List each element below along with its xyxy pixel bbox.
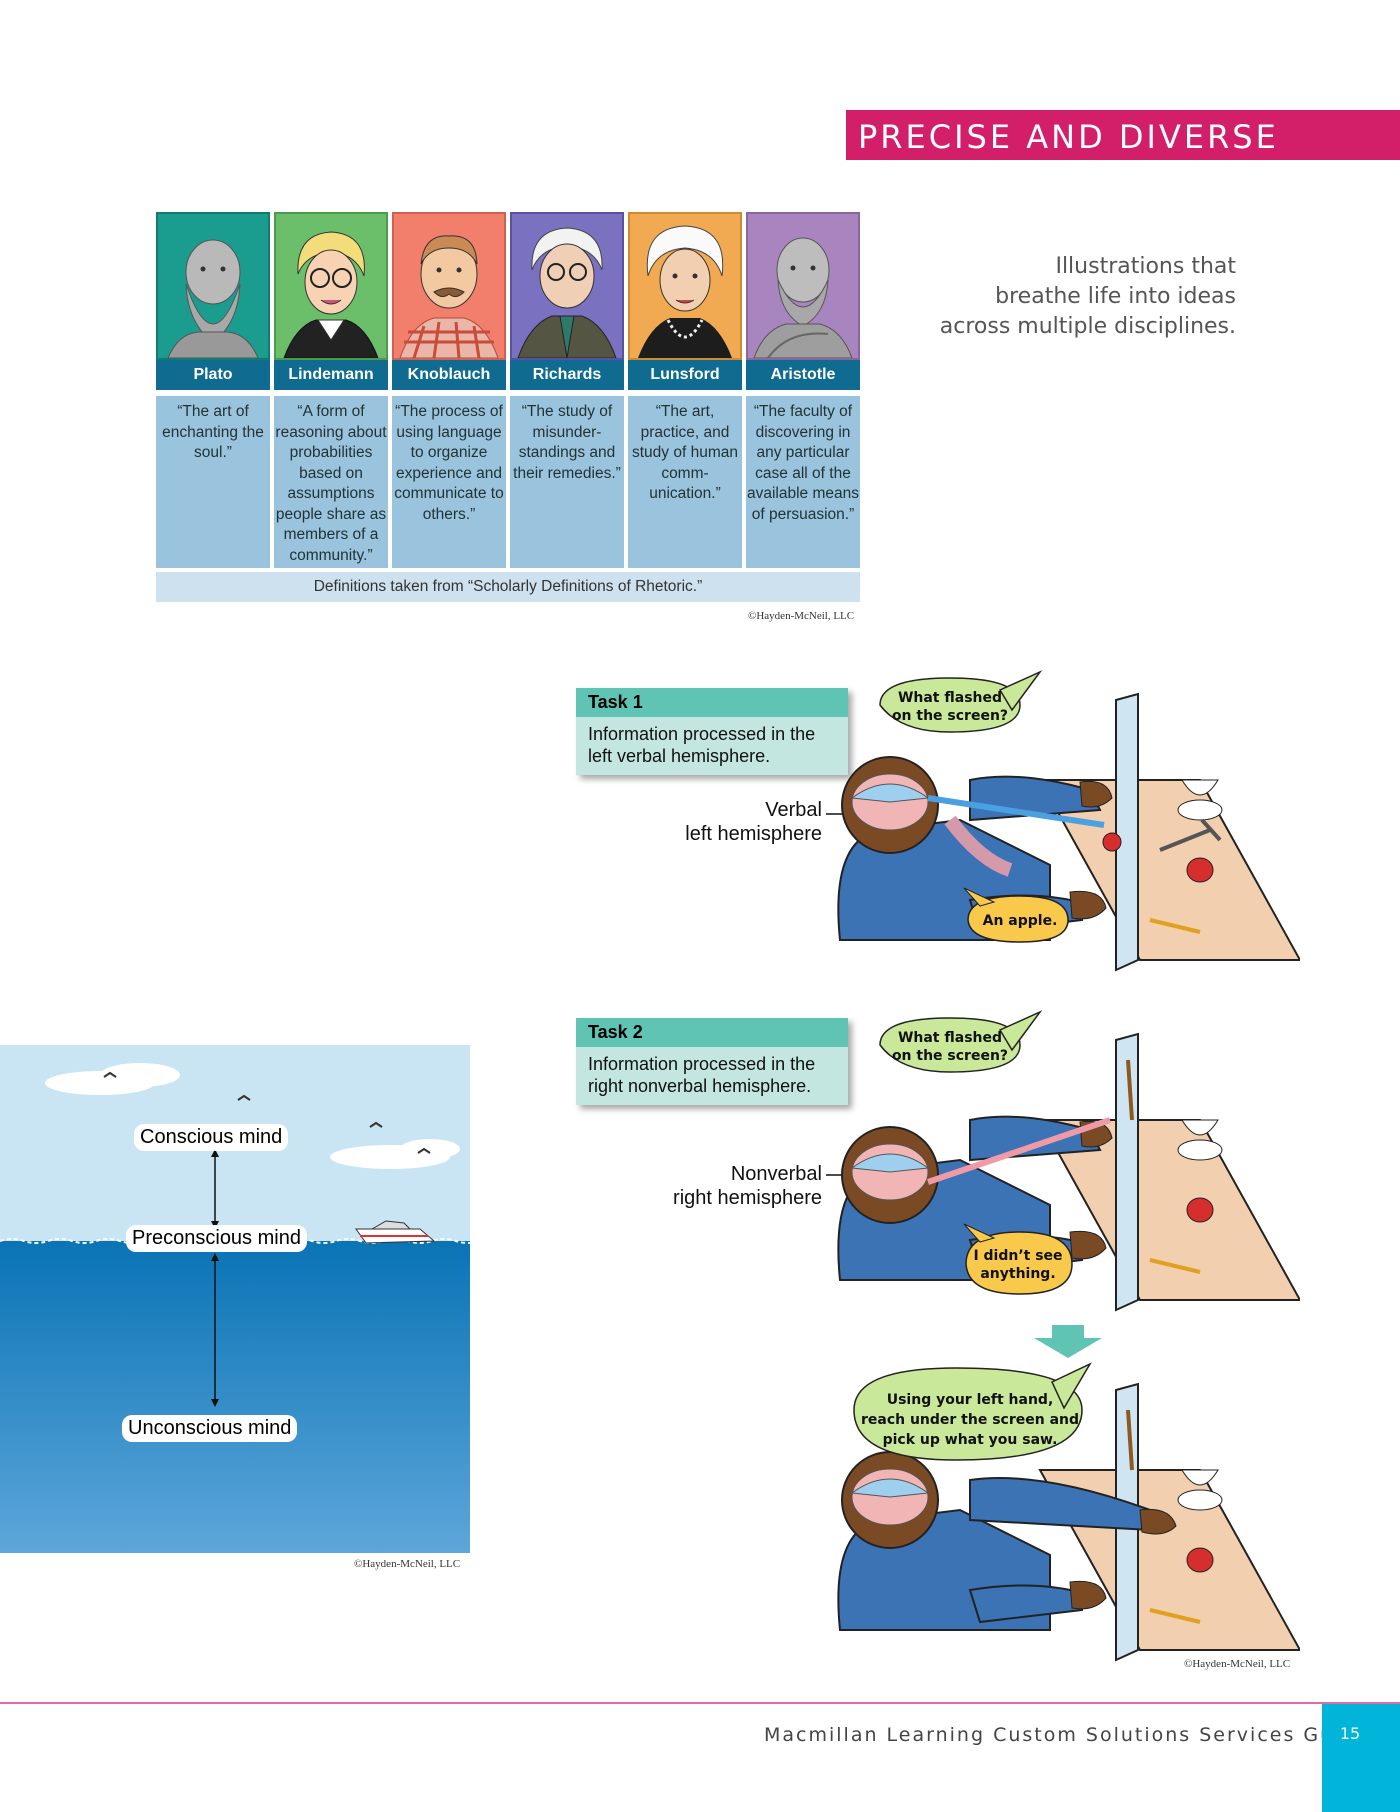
bust-icon	[167, 239, 259, 358]
bubble-instruction-line: Using your left hand,	[887, 1392, 1054, 1408]
footer-rule	[0, 1702, 1400, 1704]
bubble-a2-line: I didn’t see	[973, 1248, 1062, 1264]
preconscious-mind-label: Preconscious mind	[126, 1225, 307, 1252]
scholar-column-aristotle: Aristotle “The faculty of discovering in…	[746, 212, 860, 568]
bust-icon	[753, 237, 853, 358]
page-number-box: 15	[1322, 1704, 1400, 1812]
bird-icon	[417, 1147, 431, 1154]
bird-icon	[103, 1071, 117, 1078]
tagline-line: across multiple disciplines.	[939, 314, 1236, 339]
scholar-name: Lindemann	[274, 360, 388, 390]
scene-task1: What flashed on the screen? An apple.	[837, 670, 1300, 972]
scholar-name: Plato	[156, 360, 270, 390]
scholar-definition: “The study of misunder-standings and the…	[510, 396, 624, 568]
page-number: 15	[1339, 1724, 1361, 1743]
levels-of-mind-figure: Conscious mind Preconscious mind Unconsc…	[0, 1045, 470, 1553]
split-brain-illustration: What flashed on the screen? An apple. Wh…	[826, 670, 1300, 1662]
section-banner: PRECISE AND DIVERSE	[846, 110, 1400, 160]
scholar-definition: “The faculty of discovering in any parti…	[746, 396, 860, 568]
copyright-note: ©Hayden-McNeil, LLC	[1184, 1658, 1291, 1670]
scholar-column-plato: Plato “The art of enchanting the soul.”	[156, 212, 270, 568]
man-portrait-icon	[517, 227, 617, 358]
bubble-instruction-line: pick up what you saw.	[883, 1432, 1058, 1448]
bubble-instruction-line: reach under the screen and	[861, 1412, 1079, 1428]
copyright-note: ©Hayden-McNeil, LLC	[354, 1558, 461, 1570]
copyright-note: ©Hayden-McNeil, LLC	[748, 610, 855, 622]
label-line: Nonverbal	[730, 1163, 822, 1185]
task2-box: Task 2 Information processed in the righ…	[576, 1018, 848, 1105]
down-arrow-icon	[1034, 1325, 1102, 1358]
scholar-name: Richards	[510, 360, 624, 390]
scholar-name: Lunsford	[628, 360, 742, 390]
task2-body: Information processed in the right nonve…	[576, 1047, 848, 1105]
man-portrait-icon	[399, 235, 499, 358]
portrait-knoblauch	[392, 212, 506, 360]
bird-icon	[369, 1121, 383, 1128]
bird-icon	[237, 1094, 251, 1101]
label-line: left hemisphere	[685, 823, 822, 845]
tagline: Illustrations that breathe life into ide…	[900, 252, 1236, 342]
banner-title: PRECISE AND DIVERSE	[858, 118, 1279, 156]
scholar-name: Aristotle	[746, 360, 860, 390]
footer-guide-title: Macmillan Learning Custom Solutions Serv…	[764, 1724, 1370, 1746]
scene-task2-followup	[837, 1382, 1300, 1662]
woman-portrait-icon	[283, 231, 379, 358]
scholar-definition: “The art of enchanting the soul.”	[156, 396, 270, 568]
scholar-column-knoblauch: Knoblauch “The process of using language…	[392, 212, 506, 568]
portrait-aristotle	[746, 212, 860, 360]
unconscious-mind-label: Unconscious mind	[122, 1415, 298, 1442]
scholar-definition: “The art, practice, and study of human c…	[628, 396, 742, 568]
scholar-definition: “A form of reasoning about probabilities…	[274, 396, 388, 568]
speedboat-icon	[355, 1220, 436, 1244]
scholar-name: Knoblauch	[392, 360, 506, 390]
woman-portrait-icon	[638, 225, 732, 358]
bubble-a2-line: anything.	[980, 1266, 1055, 1282]
label-line: right hemisphere	[673, 1187, 822, 1209]
scholar-column-lindemann: Lindemann “A form of reasoning about pro…	[274, 212, 388, 568]
ocean-scene	[0, 1045, 470, 1553]
portrait-richards	[510, 212, 624, 360]
portrait-lunsford	[628, 212, 742, 360]
nonverbal-hemisphere-label: Nonverbal right hemisphere	[600, 1162, 822, 1210]
bubble-q1-line: on the screen?	[892, 708, 1008, 724]
conscious-mind-label: Conscious mind	[134, 1124, 289, 1151]
scholar-column-richards: Richards “The study of misunder-standing…	[510, 212, 624, 568]
definitions-source-note: Definitions taken from “Scholarly Defini…	[156, 572, 860, 602]
task2-title: Task 2	[576, 1018, 848, 1047]
scholar-definition: “The process of using language to organi…	[392, 396, 506, 568]
bubble-q1-line: What flashed	[898, 690, 1002, 706]
task1-title: Task 1	[576, 688, 848, 717]
tagline-line: Illustrations that	[1055, 254, 1236, 279]
rhetoric-definitions-figure: Plato “The art of enchanting the soul.” …	[156, 212, 860, 602]
task1-box: Task 1 Information processed in the left…	[576, 688, 848, 775]
bubble-q2-line: What flashed	[898, 1030, 1002, 1046]
portrait-plato	[156, 212, 270, 360]
tagline-line: breathe life into ideas	[995, 284, 1236, 309]
scene-task2: What flashed on the screen? I didn’t see…	[837, 1010, 1300, 1312]
bubble-q2-line: on the screen?	[892, 1048, 1008, 1064]
portrait-lindemann	[274, 212, 388, 360]
scholar-column-lunsford: Lunsford “The art, practice, and study o…	[628, 212, 742, 568]
label-line: Verbal	[765, 799, 822, 821]
task1-body: Information processed in the left verbal…	[576, 717, 848, 775]
bubble-a1: An apple.	[983, 913, 1058, 929]
verbal-hemisphere-label: Verbal left hemisphere	[620, 798, 822, 846]
